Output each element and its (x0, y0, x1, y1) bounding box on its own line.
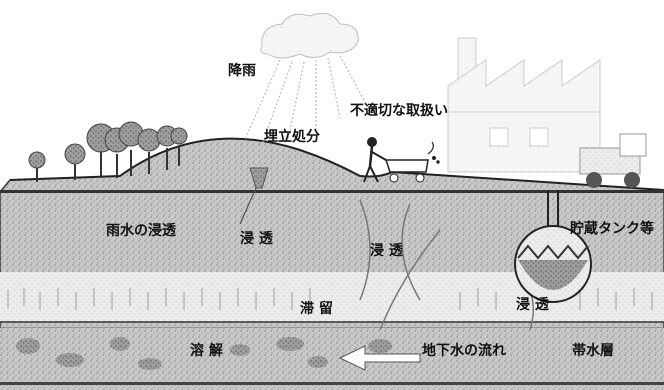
label-storage-tank: 貯蔵タンク等 (570, 221, 654, 237)
bottom-border (0, 382, 664, 385)
label-aquifer: 帯水層 (572, 343, 614, 359)
groundwater-flow-arrow (338, 345, 421, 371)
label-landfill: 埋立処分 (264, 129, 320, 145)
rain-cloud (260, 12, 359, 59)
dissolved-plume-blobs (16, 337, 392, 370)
label-improper-handling: 不適切な取扱い (350, 103, 448, 119)
label-retention: 滞 留 (300, 301, 333, 317)
landfill-drip (249, 167, 269, 189)
aquifer-layer (0, 328, 664, 390)
infiltration-arrows (359, 199, 535, 331)
storage-tank (514, 190, 592, 303)
factory (447, 37, 601, 173)
worker-with-cart (363, 137, 440, 183)
landfill-infiltration-line (239, 187, 257, 225)
label-rainwater-infiltration: 雨水の浸透 (106, 223, 176, 239)
label-infiltration-2: 浸 透 (370, 243, 403, 259)
label-groundwater-flow: 地下水の流れ (422, 343, 506, 359)
label-dissolution: 溶 解 (190, 343, 223, 359)
label-infiltration-3: 浸 透 (516, 297, 549, 313)
retention-streaks (7, 288, 653, 310)
label-infiltration-1: 浸 透 (240, 231, 273, 247)
trees (28, 121, 188, 182)
ground-line (0, 190, 664, 193)
label-rain: 降雨 (228, 63, 256, 79)
rain-streaks (235, 55, 367, 161)
truck (579, 133, 647, 188)
